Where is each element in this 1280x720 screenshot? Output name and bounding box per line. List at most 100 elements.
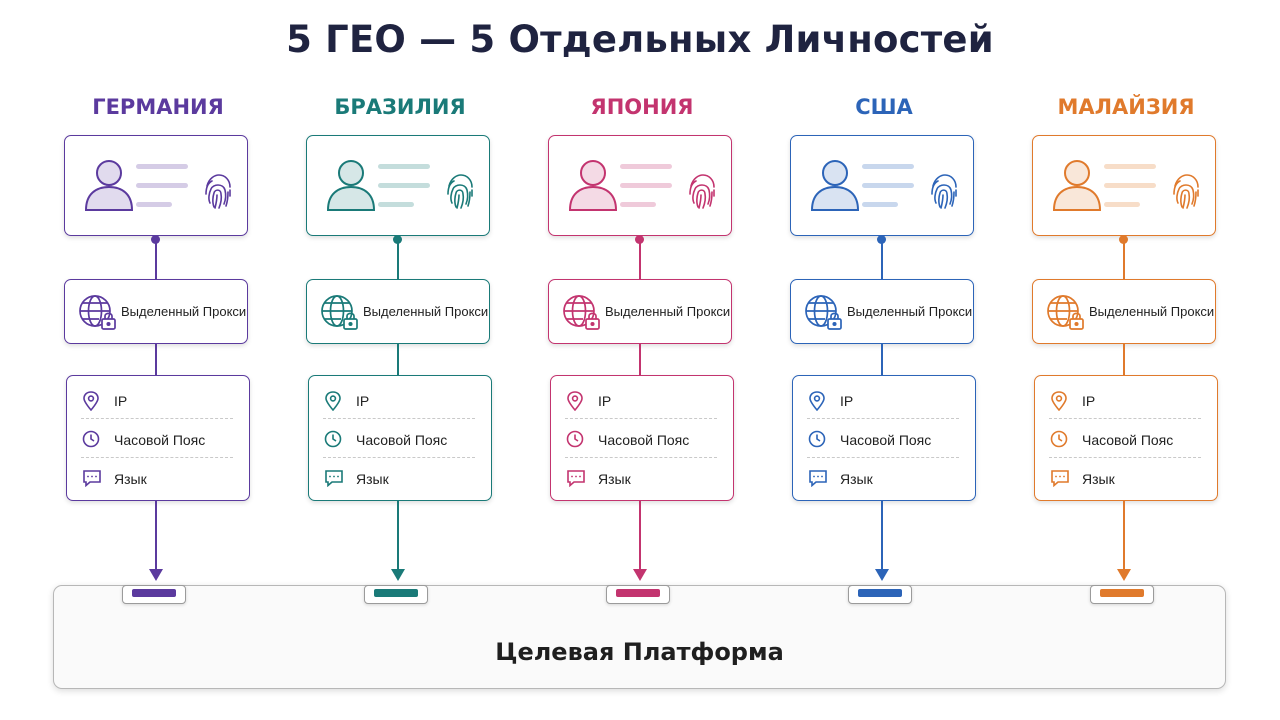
avatar-icon [809, 156, 861, 219]
clock-icon [808, 430, 826, 453]
clock-icon [324, 430, 342, 453]
divider [323, 457, 475, 458]
globe-lock-icon [77, 293, 119, 338]
properties-card: IP Часовой Пояс Язык [792, 375, 976, 501]
clock-icon [82, 430, 100, 453]
property-label: Язык [598, 471, 631, 487]
geo-column: МАЛАЙЗИЯ Выделенный Прокси [1032, 0, 1220, 720]
location-pin-icon [566, 391, 584, 416]
proxy-label: Выделенный Прокси [121, 304, 247, 319]
arrow-head [875, 569, 889, 581]
fingerprint-icon [203, 172, 233, 217]
divider [323, 418, 475, 419]
arrow-head [1117, 569, 1131, 581]
country-label: ЯПОНИЯ [590, 95, 694, 119]
divider [807, 457, 959, 458]
geo-column: ГЕРМАНИЯ Выделенный Прокси [64, 0, 252, 720]
proxy-label: Выделенный Прокси [363, 304, 489, 319]
connector-dot [877, 235, 886, 244]
location-pin-icon [82, 391, 100, 416]
fingerprint-icon [1171, 172, 1201, 217]
connector-dot [1119, 235, 1128, 244]
clock-icon [1050, 430, 1068, 453]
avatar-icon [567, 156, 619, 219]
port-indicator [374, 589, 418, 597]
geo-column: БРАЗИЛИЯ Выделенный Прокси [306, 0, 494, 720]
identity-details [136, 164, 188, 221]
platform-port [364, 585, 428, 604]
globe-lock-icon [1045, 293, 1087, 338]
identity-details [620, 164, 672, 221]
connector-line [881, 344, 883, 375]
identity-details [378, 164, 430, 221]
connector-line [881, 243, 883, 279]
chat-bubble-icon [324, 469, 344, 492]
port-indicator [616, 589, 660, 597]
arrow-head [633, 569, 647, 581]
avatar-icon [83, 156, 135, 219]
chat-bubble-icon [1050, 469, 1070, 492]
fingerprint-icon [929, 172, 959, 217]
connector-line [397, 344, 399, 375]
property-label: IP [114, 393, 128, 409]
avatar-icon [1051, 156, 1103, 219]
properties-card: IP Часовой Пояс Язык [550, 375, 734, 501]
property-label: Часовой Пояс [114, 432, 206, 448]
property-row-language: Язык [807, 458, 959, 496]
property-row-timezone: Часовой Пояс [323, 419, 475, 457]
property-row-timezone: Часовой Пояс [807, 419, 959, 457]
property-label: Часовой Пояс [840, 432, 932, 448]
proxy-card: Выделенный Прокси [64, 279, 248, 344]
divider [565, 457, 717, 458]
geo-column: США Выделенный Прокси [790, 0, 978, 720]
identity-details [862, 164, 914, 221]
property-label: IP [356, 393, 370, 409]
properties-card: IP Часовой Пояс Язык [1034, 375, 1218, 501]
divider [81, 457, 233, 458]
arrow-line [397, 501, 399, 571]
identity-card [1032, 135, 1216, 236]
platform-port [1090, 585, 1154, 604]
property-label: IP [840, 393, 854, 409]
country-label: ГЕРМАНИЯ [92, 95, 224, 119]
proxy-card: Выделенный Прокси [548, 279, 732, 344]
divider [1049, 457, 1201, 458]
connector-line [155, 344, 157, 375]
arrow-line [1123, 501, 1125, 571]
globe-lock-icon [319, 293, 361, 338]
proxy-card: Выделенный Прокси [306, 279, 490, 344]
property-row-ip: IP [565, 380, 717, 418]
property-row-ip: IP [1049, 380, 1201, 418]
proxy-label: Выделенный Прокси [605, 304, 731, 319]
property-label: Часовой Пояс [356, 432, 448, 448]
globe-lock-icon [561, 293, 603, 338]
property-row-timezone: Часовой Пояс [81, 419, 233, 457]
properties-card: IP Часовой Пояс Язык [66, 375, 250, 501]
country-label: МАЛАЙЗИЯ [1057, 95, 1195, 119]
identity-card [790, 135, 974, 236]
platform-port [848, 585, 912, 604]
property-row-language: Язык [323, 458, 475, 496]
country-label: США [855, 95, 913, 119]
arrow-head [149, 569, 163, 581]
property-row-ip: IP [81, 380, 233, 418]
identity-card [548, 135, 732, 236]
location-pin-icon [324, 391, 342, 416]
proxy-label: Выделенный Прокси [1089, 304, 1215, 319]
chat-bubble-icon [566, 469, 586, 492]
clock-icon [566, 430, 584, 453]
property-row-timezone: Часовой Пояс [1049, 419, 1201, 457]
arrow-head [391, 569, 405, 581]
avatar-icon [325, 156, 377, 219]
connector-dot [151, 235, 160, 244]
port-indicator [858, 589, 902, 597]
connector-line [1123, 243, 1125, 279]
arrow-line [155, 501, 157, 571]
identity-card [306, 135, 490, 236]
port-indicator [1100, 589, 1144, 597]
property-row-ip: IP [807, 380, 959, 418]
property-label: IP [1082, 393, 1096, 409]
proxy-label: Выделенный Прокси [847, 304, 973, 319]
property-label: Язык [1082, 471, 1115, 487]
platform-port [122, 585, 186, 604]
